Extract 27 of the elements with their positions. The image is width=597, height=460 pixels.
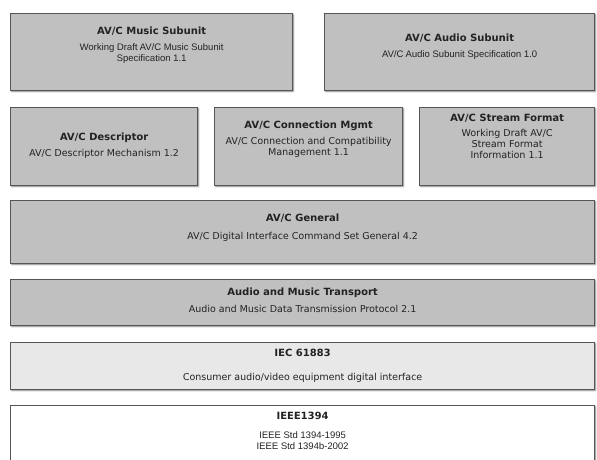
layer-title: IEEE1394: [276, 411, 329, 422]
layer-box: [10, 200, 595, 264]
layer-title: Audio and Music Transport: [227, 287, 378, 298]
layer-title: AV/C Stream Format: [450, 113, 564, 124]
layer-box: [324, 13, 595, 91]
layer-box: [10, 13, 293, 91]
layer-box: [10, 342, 595, 390]
layer-title: AV/C General: [266, 213, 340, 224]
layer-box: [10, 405, 595, 460]
layer-title: AV/C Music Subunit: [96, 26, 206, 37]
layer-title: AV/C Connection Mgmt: [244, 120, 373, 131]
layer-title: AV/C Descriptor: [60, 132, 148, 143]
layer-description: AV/C Descriptor Mechanism 1.2: [29, 149, 179, 160]
layer-box: [10, 279, 595, 326]
layer-description: Working Draft AV/C Music Subunit Specification 1.1: [78, 43, 224, 65]
layer-description: AV/C Digital Interface Command Set General 4.2: [187, 232, 418, 243]
layer-description: Audio and Music Data Transmission Protocol 2.1: [188, 305, 416, 316]
layer-box: [10, 107, 198, 186]
layer-description: AV/C Audio Subunit Specification 1.0: [382, 50, 538, 61]
layer-description: Consumer audio/video equipment digital interface: [182, 373, 422, 384]
layer-description: IEEE Std 1394-1995 IEEE Std 1394b-2002: [256, 431, 350, 453]
layer-box: [214, 107, 403, 186]
layer-title: AV/C Audio Subunit: [405, 33, 514, 44]
layer-box: [419, 107, 595, 186]
layer-title: IEC 61883: [274, 348, 331, 359]
layer-description: Working Draft AV/C Stream Format Information 1.1: [460, 129, 554, 162]
layer-description: AV/C Connection and Compatibility Management 1.1: [224, 137, 393, 159]
